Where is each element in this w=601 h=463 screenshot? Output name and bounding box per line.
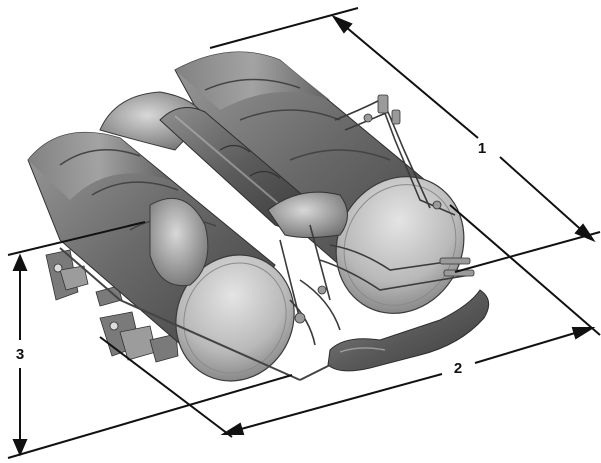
extension-line-height-top — [7, 221, 146, 256]
dimension-line-width-a — [229, 373, 443, 433]
dimension-line-length-b — [499, 156, 588, 236]
extension-line-length-bottom — [454, 231, 601, 273]
mounting-brackets — [45, 249, 179, 363]
arrowhead-length-start — [331, 14, 353, 34]
dimension-label-height: 3 — [16, 346, 24, 363]
arrowhead-length-end — [574, 223, 596, 243]
extension-line-width-back — [449, 204, 601, 336]
arrowhead-width-end — [571, 327, 596, 340]
frame-rails — [59, 247, 331, 381]
dimension-label-width: 2 — [454, 360, 462, 377]
dimension-label-length: 1 — [478, 140, 486, 157]
extension-line-length-top — [209, 7, 359, 49]
dimension-line-width-b — [474, 329, 586, 364]
arrowhead-height-top — [12, 253, 28, 271]
crossover-pipe — [159, 107, 348, 238]
extension-line-width-front — [99, 336, 233, 438]
inlet-cone — [149, 197, 209, 287]
exhaust-unit-illustration — [27, 51, 490, 382]
arrowhead-height-bottom — [12, 439, 28, 457]
extension-line-height-bottom — [7, 374, 293, 459]
outlet-pipe — [327, 289, 490, 372]
dimension-annotations — [7, 7, 601, 459]
sensor-fittings — [294, 94, 475, 324]
dimension-line-length-a — [339, 21, 479, 139]
arrowhead-width-start — [220, 422, 245, 435]
right-canister — [174, 51, 465, 314]
